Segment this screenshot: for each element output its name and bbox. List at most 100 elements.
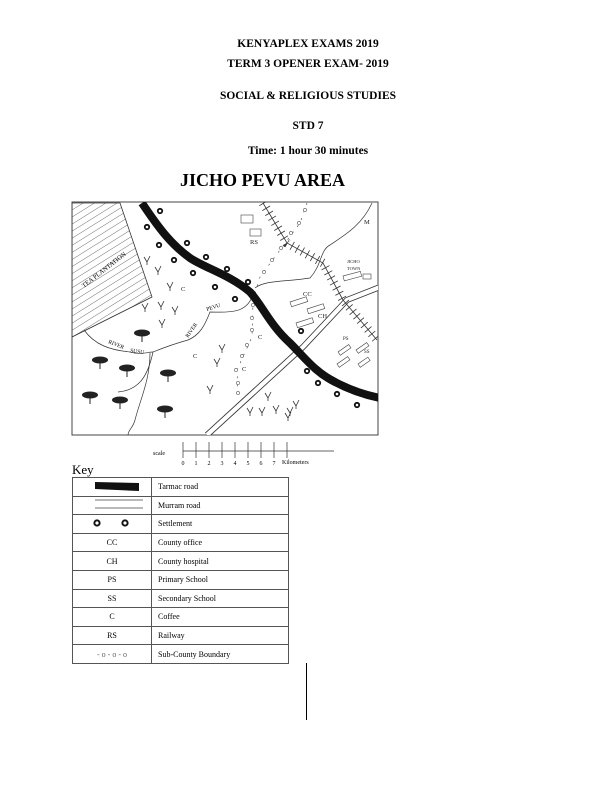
settlement-icon (223, 265, 231, 273)
key-row: Murram road (72, 495, 289, 516)
coffee-plant-icon (157, 300, 165, 310)
boundary-marker-icon (262, 270, 266, 274)
coffee-plant-icon (264, 391, 272, 401)
coffee-plant-icon (166, 281, 174, 291)
boundary-marker-icon (297, 221, 301, 225)
coffee-plant-icon (284, 411, 292, 421)
ps-label: PS (343, 337, 349, 342)
boundary-marker-icon (236, 381, 240, 385)
coffee-plant-icon (154, 265, 162, 275)
boundary-marker-icon (234, 368, 238, 372)
scale-tick-label: 1 (195, 461, 198, 467)
rs-label: RS (250, 239, 258, 246)
tea-plantation (72, 202, 153, 338)
key-row: Tarmac road (72, 477, 289, 497)
settlement-icon (183, 239, 191, 247)
coffee-plant-icon (213, 357, 221, 367)
settlement-icon (143, 223, 151, 231)
scale-tick-label: 5 (247, 461, 250, 467)
scale-tick-label: 3 (221, 461, 224, 467)
key-desc: Sub-County Boundary (151, 644, 289, 664)
key-symbol: C (72, 607, 152, 627)
boundary-marker-icon (303, 208, 307, 212)
key-symbol: SS (72, 588, 152, 609)
susu-label: SUSU (130, 348, 145, 356)
coffee-label: C (258, 334, 262, 341)
key-desc: County office (151, 532, 289, 553)
settlement-icon (156, 207, 164, 215)
time: Time: 1 hour 30 minutes (247, 145, 369, 157)
murram-road-symbol (95, 500, 143, 509)
subject: SOCIAL & RELIGIOUS STUDIES (219, 90, 397, 102)
settlement-icon (314, 379, 322, 387)
tree-icon (134, 329, 150, 342)
divider-line (306, 663, 307, 720)
boundary-marker-icon (279, 246, 283, 250)
coffee-plant-icon (143, 255, 151, 265)
scale-tick-label: 2 (208, 461, 211, 467)
tree-icon (119, 364, 135, 377)
settlement-icon (170, 256, 178, 264)
settlement-symbol (93, 519, 129, 527)
tarmac-road-symbol (95, 481, 139, 491)
key-desc: Secondary School (151, 588, 289, 609)
stream-north (254, 202, 373, 289)
settlement-icon (231, 295, 239, 303)
scale-tick-label: 7 (273, 461, 276, 467)
boundary-marker-icon (250, 328, 254, 332)
tree-icon (92, 356, 108, 369)
key-desc: County hospital (151, 551, 289, 571)
key-desc: Murram road (151, 495, 289, 516)
key-symbol: CH (72, 551, 152, 571)
settlement-icon (353, 401, 361, 409)
key-title: Key (72, 462, 94, 477)
key-desc: Tarmac road (151, 477, 289, 497)
coffee-label: C (193, 353, 197, 360)
m-label: M (364, 219, 370, 226)
coffee-label: C (242, 366, 246, 373)
river-susu-label: RIVER (107, 339, 125, 351)
jicho-label: JICHO (347, 259, 361, 264)
scale-tick-label: 6 (260, 461, 263, 467)
scale-unit: Kilometers (282, 460, 309, 466)
coffee-plant-icon (158, 318, 166, 328)
key-symbol: - o - o - o (72, 644, 152, 664)
boundary-marker-icon (240, 354, 244, 358)
coffee-plant-icon (141, 302, 149, 312)
coffee-plant-icon (292, 399, 300, 409)
class: STD 7 (292, 120, 324, 132)
key-symbol: RS (72, 625, 152, 646)
settlement-icon (211, 283, 219, 291)
coffee-plant-icon (218, 343, 226, 353)
scale-label: scale (153, 451, 165, 457)
map-title: JICHO PEVU AREA (180, 170, 346, 190)
key-row: Settlement (72, 514, 289, 534)
buildings (240, 214, 372, 368)
key-symbol: CC (72, 532, 152, 553)
boundary-marker-icon (250, 316, 254, 320)
settlement-icon (244, 278, 252, 286)
boundary-marker-icon (245, 343, 249, 347)
tree-icon (82, 391, 98, 404)
boundary-marker-icon (251, 303, 255, 307)
boundary-marker-icon (270, 258, 274, 262)
coffee-plant-icon (272, 404, 280, 414)
map: TEA PLANTATION PEVU RIVER RIVER SUSU (71, 201, 379, 467)
cc-label: CC (303, 291, 312, 298)
tree-icon (160, 369, 176, 382)
river-susu (83, 329, 154, 354)
key-desc: Settlement (151, 514, 289, 534)
river-pevu (117, 296, 253, 393)
key-desc: Primary School (151, 569, 289, 590)
key-desc: Railway (151, 625, 289, 646)
key-symbol: PS (72, 569, 152, 590)
tree-icon (157, 405, 173, 418)
key-desc: Coffee (151, 607, 289, 627)
coffee-label: C (181, 286, 185, 293)
